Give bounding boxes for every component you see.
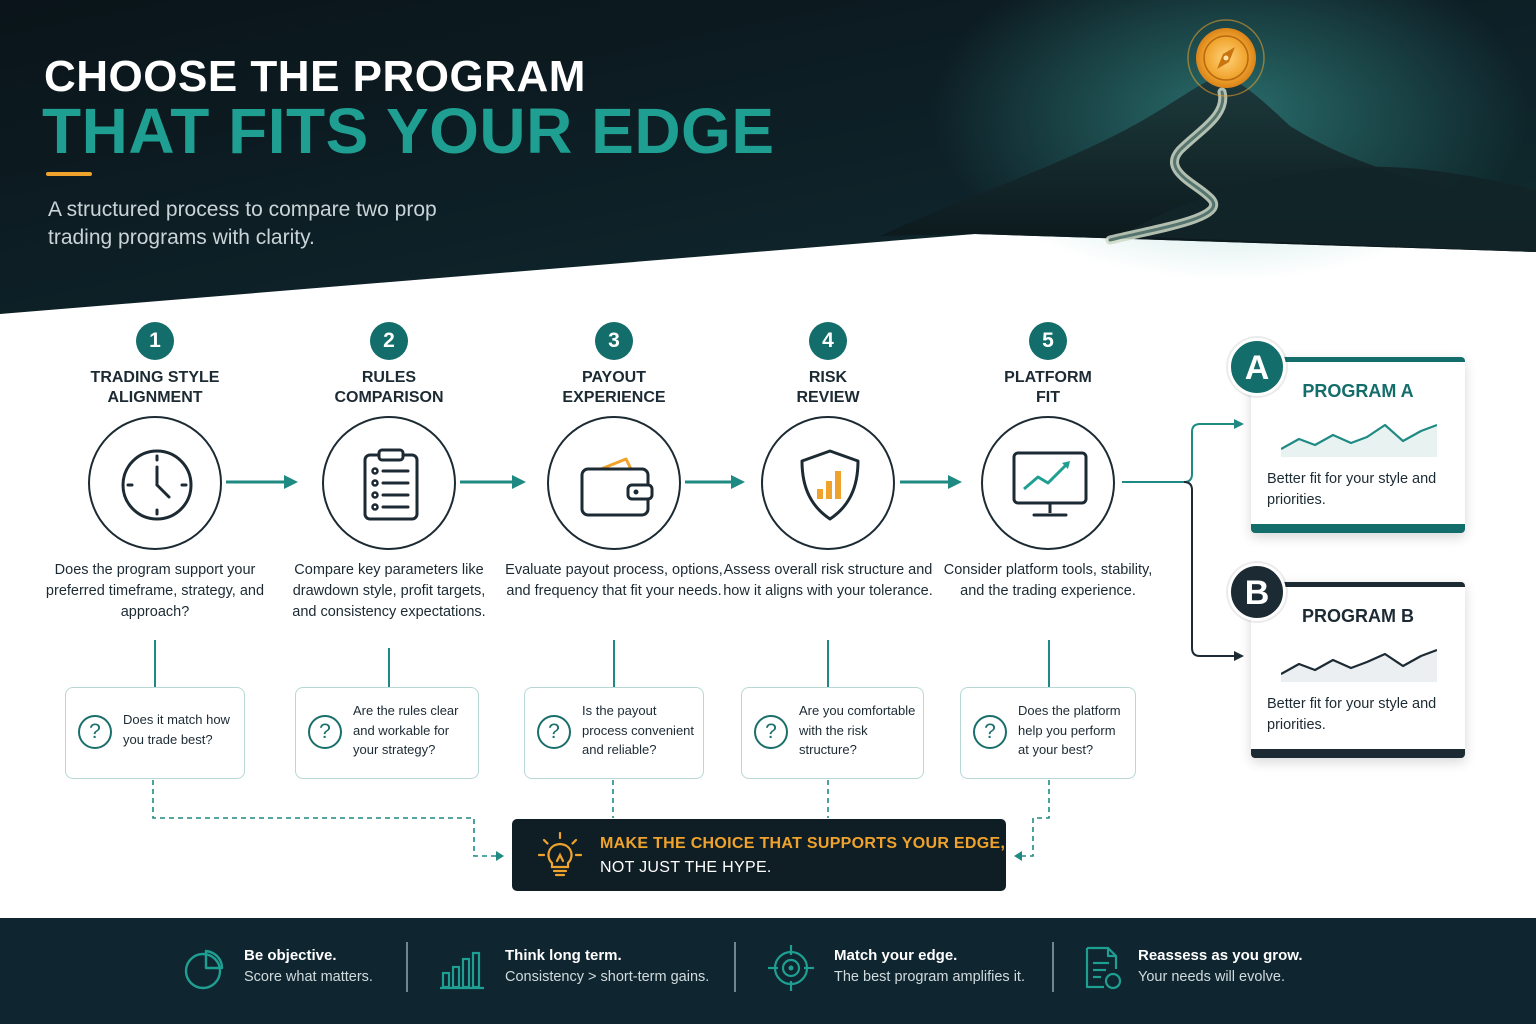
step-number: 3 bbox=[595, 322, 633, 360]
shield-chart-icon bbox=[800, 449, 860, 521]
program-b-card[interactable]: PROGRAM B Better fit for your style and … bbox=[1251, 582, 1465, 758]
question-icon: ? bbox=[537, 715, 571, 749]
hero-background bbox=[0, 0, 1536, 314]
clipboard-icon bbox=[363, 448, 419, 521]
step-icon-ring bbox=[88, 416, 222, 550]
wallet-icon bbox=[580, 457, 654, 517]
step-3-connector bbox=[613, 640, 615, 687]
question-icon: ? bbox=[973, 715, 1007, 749]
program-name: PROGRAM B bbox=[1302, 606, 1414, 626]
tip-divider bbox=[406, 942, 408, 992]
step-description: Does the program support your preferred … bbox=[45, 562, 265, 620]
dashed-arrowhead-right bbox=[1014, 851, 1022, 861]
monitor-chart-icon bbox=[1012, 451, 1088, 517]
program-a-badge: A bbox=[1228, 338, 1286, 396]
lightbulb-icon bbox=[538, 831, 582, 877]
hero-subtitle: A structured process to compare two prop… bbox=[48, 198, 437, 249]
tip-body: The best program amplifies it. bbox=[834, 969, 1025, 985]
step-description: Evaluate payout process, options, and fr… bbox=[505, 562, 723, 599]
question-icon: ? bbox=[308, 715, 342, 749]
title-line-2: THAT FITS YOUR EDGE bbox=[42, 95, 775, 167]
callout-line-1: MAKE THE CHOICE THAT SUPPORTS YOUR EDGE, bbox=[600, 835, 1006, 852]
bar-chart-icon bbox=[440, 951, 484, 990]
title-line-1: CHOOSE THE PROGRAM bbox=[44, 52, 586, 101]
hero-banner: CHOOSE THE PROGRAM THAT FITS YOUR EDGE A… bbox=[0, 0, 1536, 320]
pie-chart-icon bbox=[184, 949, 224, 990]
flow-arrow-2 bbox=[460, 475, 526, 489]
step-description: Consider platform tools, stability, and … bbox=[943, 562, 1153, 599]
tip-body: Your needs will evolve. bbox=[1138, 969, 1285, 985]
dashed-connector-5 bbox=[1019, 780, 1050, 857]
question-icon: ? bbox=[78, 715, 112, 749]
tip-heading: Reassess as you grow. bbox=[1138, 947, 1303, 964]
tip-divider bbox=[1052, 942, 1054, 992]
flow-arrow-4 bbox=[900, 475, 962, 489]
question-icon: ? bbox=[754, 715, 788, 749]
program-a-card[interactable]: PROGRAM A Better fit for your style and … bbox=[1251, 357, 1465, 533]
dashed-arrowhead-left bbox=[496, 851, 504, 861]
tips-footer: Be objective. Score what matters. Think … bbox=[0, 918, 1536, 1024]
step-number: 2 bbox=[370, 322, 408, 360]
program-b-sparkline-icon bbox=[1281, 648, 1437, 682]
step-icon-ring bbox=[761, 416, 895, 550]
step-number: 4 bbox=[809, 322, 847, 360]
target-icon bbox=[768, 945, 814, 991]
callout-line-2: NOT JUST THE HYPE. bbox=[600, 859, 772, 876]
step-icon-ring bbox=[547, 416, 681, 550]
tip-heading: Think long term. bbox=[505, 947, 622, 964]
flow-arrow-1 bbox=[226, 475, 298, 489]
tip-heading: Be objective. bbox=[244, 947, 337, 964]
dashed-connector-1 bbox=[152, 780, 502, 857]
tip-heading: Match your edge. bbox=[834, 947, 958, 964]
step-4-connector bbox=[827, 640, 829, 687]
step-1-connector bbox=[154, 640, 156, 687]
program-b-badge: B bbox=[1228, 563, 1286, 621]
program-name: PROGRAM A bbox=[1302, 381, 1414, 401]
step-icon-ring bbox=[322, 416, 456, 550]
step-2-connector bbox=[388, 648, 390, 687]
step-icon-ring bbox=[981, 416, 1115, 550]
step-number: 5 bbox=[1029, 322, 1067, 360]
choice-callout: MAKE THE CHOICE THAT SUPPORTS YOUR EDGE,… bbox=[512, 819, 1006, 891]
step-number: 1 bbox=[136, 322, 174, 360]
title-accent-rule bbox=[46, 172, 92, 176]
tip-body: Score what matters. bbox=[244, 969, 373, 985]
step-description: Compare key parameters like drawdown sty… bbox=[292, 562, 486, 620]
tip-divider bbox=[734, 942, 736, 992]
clock-icon bbox=[121, 449, 193, 521]
step-description: Assess overall risk structure and how it… bbox=[723, 562, 933, 599]
tip-body: Consistency > short-term gains. bbox=[505, 969, 710, 985]
program-description: Better fit for your style and priorities… bbox=[1267, 471, 1437, 508]
step-5-connector bbox=[1048, 640, 1050, 687]
program-description: Better fit for your style and priorities… bbox=[1267, 696, 1437, 733]
document-refresh-icon bbox=[1085, 946, 1122, 990]
flow-arrow-3 bbox=[685, 475, 745, 489]
program-a-sparkline-icon bbox=[1281, 423, 1437, 457]
